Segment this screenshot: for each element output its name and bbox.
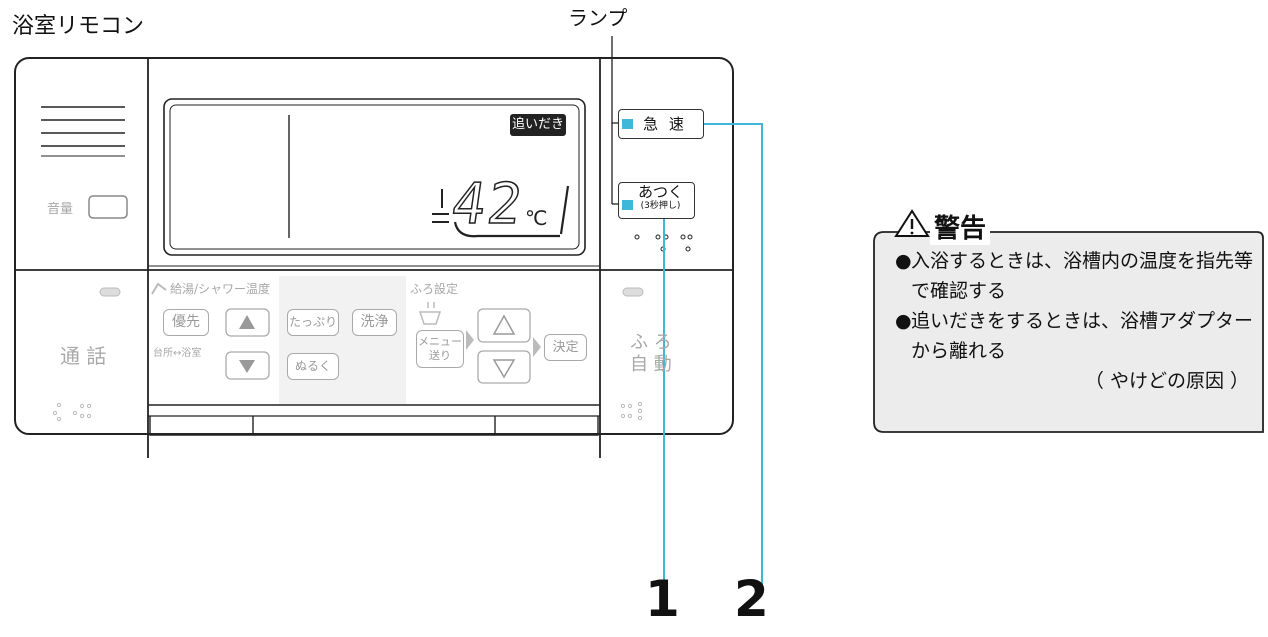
callout-number-2: 2 [734, 570, 769, 628]
volume-button [88, 195, 128, 219]
auto-lamp [622, 287, 644, 297]
warning-triangle-icon [894, 209, 930, 237]
warning-item: ● 追いだきをするときは、浴槽アダプターから離れる [895, 306, 1255, 366]
bathtub-outline-icon [453, 221, 560, 238]
bath-auto-line1: ふ ろ [630, 332, 672, 353]
warning-cause: （ やけどの原因 ） [1084, 370, 1249, 392]
braille-dots-left-icon [52, 402, 92, 422]
warning-list: ● 入浴するときは、浴槽内の温度を指先等で確認する ● 追いだきをするときは、浴… [895, 246, 1255, 396]
menu-button-line1: メニュー [418, 335, 462, 348]
rapid-button[interactable]: 急 速 [618, 109, 704, 139]
bullet-icon: ● [895, 310, 912, 332]
hot-button-sublabel: (3秒押し) [640, 201, 681, 211]
menu-arrow-icon [466, 330, 474, 350]
hot-button[interactable]: あつく (3秒押し) [618, 182, 695, 219]
bullet-icon: ● [895, 250, 912, 272]
bath-settings-label: ふろ設定 [410, 282, 459, 296]
callout-line-2 [702, 123, 763, 585]
kitchen-bath-label: 台所↔浴室 [153, 348, 202, 359]
temp-up-button [225, 308, 270, 337]
shower-icon [151, 282, 167, 295]
menu-button-line2: 送り [429, 349, 451, 362]
call-lamp [99, 287, 121, 297]
display-frame-inner [169, 104, 580, 250]
rapid-lamp [622, 119, 633, 129]
warning-title: 警告 [930, 208, 991, 245]
lamp-label: ランプ [568, 6, 628, 30]
page-title: 浴室リモコン [12, 14, 145, 39]
lid-tab-left [149, 416, 254, 436]
temp-down-button [225, 351, 270, 380]
badge-bg [510, 114, 566, 136]
bath-auto-label[interactable]: ふ ろ 自 動 [630, 332, 672, 376]
call-label: 通 話 [60, 344, 107, 368]
decide-arrow-icon [533, 337, 541, 357]
volume-label: 音量 [47, 202, 74, 217]
setting-down-button [477, 350, 531, 384]
setting-up-button [477, 308, 531, 343]
lid-tab-right [494, 416, 599, 436]
display-badge: 追いだき [512, 117, 565, 132]
warning-item: ● 入浴するときは、浴槽内の温度を指先等で確認する [895, 246, 1255, 306]
plenty-button[interactable]: たっぷり [287, 309, 339, 336]
hot-button-label: あつく [637, 183, 683, 201]
button-area-shade [279, 276, 406, 404]
bath-settings-icon [418, 302, 442, 325]
display-unit: ℃ [525, 206, 548, 230]
menu-button[interactable]: メニュー 送り [416, 330, 464, 368]
hot-lamp [622, 200, 633, 210]
speaker-grille-icon [41, 106, 125, 157]
braille-dots-auto-icon [620, 401, 643, 421]
less-hot-button[interactable]: ぬるく [287, 353, 339, 380]
wash-button[interactable]: 洗浄 [352, 309, 397, 336]
decide-button[interactable]: 決定 [544, 334, 587, 361]
warning-box [873, 231, 1264, 433]
display-temperature: 42 [447, 171, 529, 238]
warning-item-text: 入浴するときは、浴槽内の温度を指先等で確認する [911, 250, 1254, 302]
callout-number-1: 1 [645, 570, 680, 628]
warning-item-text: 追いだきをするときは、浴槽アダプターから離れる [911, 310, 1254, 362]
priority-button[interactable]: 優先 [163, 309, 209, 336]
bath-auto-line2: 自 動 [630, 354, 672, 375]
temp-section-label: 給湯/シャワー温度 [170, 282, 271, 296]
bath-water-icon [432, 189, 449, 223]
bathtub-side-icon [559, 185, 570, 235]
rapid-button-label: 急 速 [643, 115, 687, 133]
